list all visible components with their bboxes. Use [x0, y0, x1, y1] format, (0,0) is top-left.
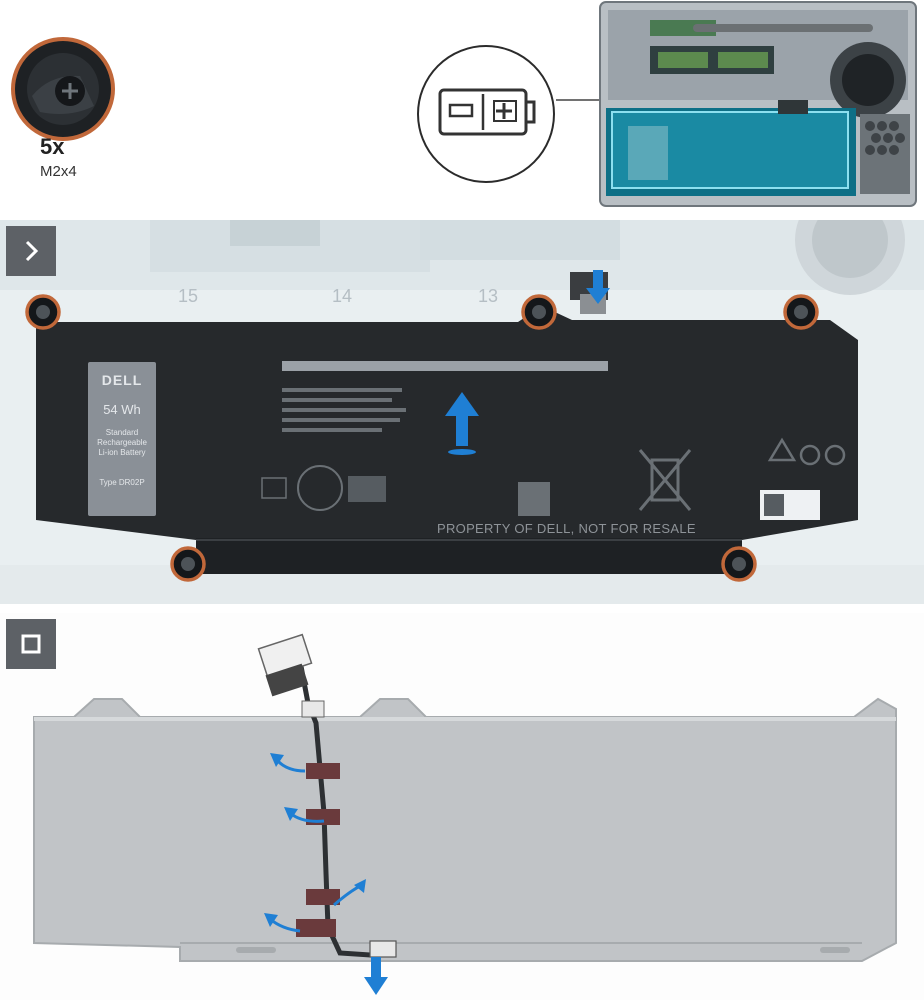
battery-capacity: 54 Wh	[103, 402, 141, 417]
laptop-overview-illustration	[599, 1, 917, 207]
screw-2	[521, 294, 557, 330]
step-2-panel	[0, 613, 924, 1000]
dell-logo: DELL	[101, 372, 143, 388]
step-2-badge	[6, 619, 56, 669]
ruler-mark-13: 13	[478, 286, 499, 306]
screw-5	[721, 546, 757, 582]
battery-type: Type DR02P	[99, 478, 145, 487]
square-icon	[21, 634, 41, 654]
screw-4	[170, 546, 206, 582]
ruler-mark-14: 14	[332, 286, 353, 306]
property-notice: PROPERTY OF DELL, NOT FOR RESALE	[437, 521, 696, 536]
screws-layer	[25, 270, 819, 582]
chevron-right-icon	[25, 240, 39, 262]
ruler-mark-15: 15	[178, 286, 199, 306]
battery-underside-illustration	[33, 633, 897, 995]
battery-standard-text: Standard Rechargeable Li-ion Battery	[97, 428, 147, 457]
screw-size: M2x4	[40, 163, 77, 180]
battery-label-card: DELL 54 Wh Standard Rechargeable Li-ion …	[88, 362, 156, 516]
screw-callout-image	[11, 37, 115, 141]
laptop-chassis-background	[0, 220, 924, 604]
battery-polarity-icon	[417, 45, 555, 183]
step-1-badge	[6, 226, 56, 276]
screw-1	[25, 294, 61, 330]
disconnect-arrow-icon	[586, 270, 610, 304]
screw-3	[783, 294, 819, 330]
pull-down-arrow-icon	[364, 957, 388, 995]
warning-banner	[282, 361, 608, 371]
screw-count: 5x	[40, 134, 65, 159]
step-1-panel: 15 14 13 DELL 54 Wh Standard Rechargeabl…	[0, 220, 924, 604]
lift-arrow-icon	[445, 392, 479, 455]
regulatory-marks	[261, 388, 846, 520]
